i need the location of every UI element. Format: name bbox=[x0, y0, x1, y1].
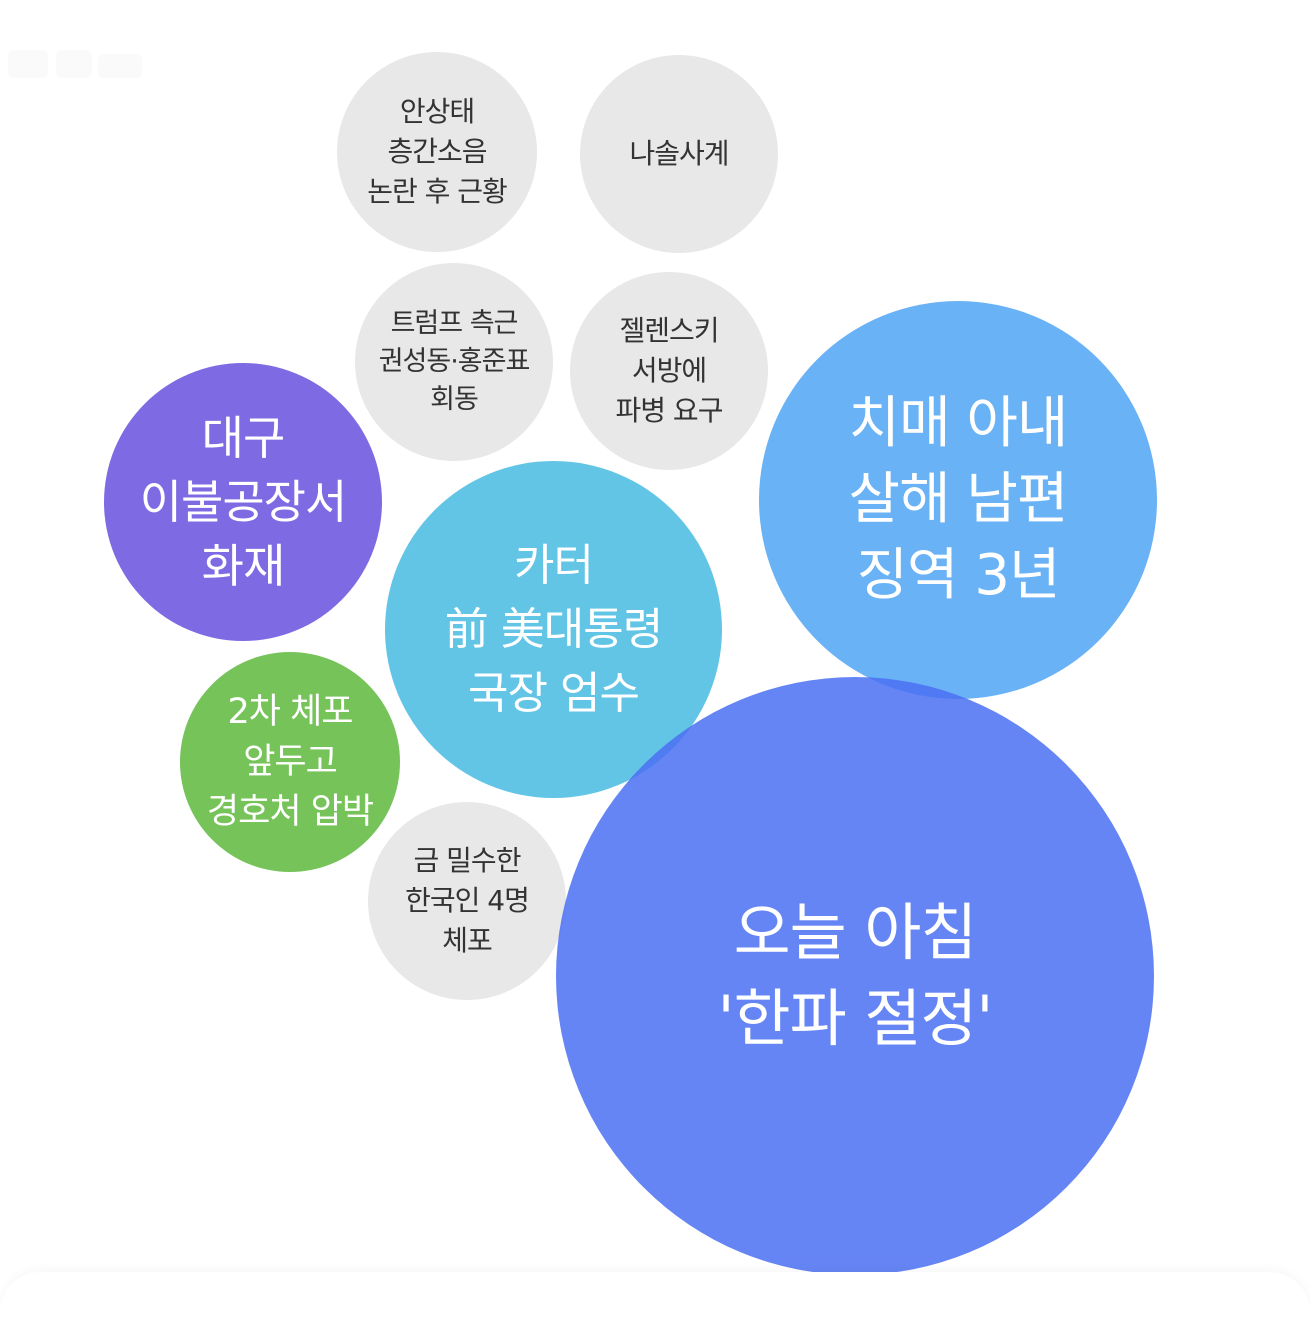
topic-label: 치매 아내 살해 남편 징역 3년 bbox=[848, 391, 1069, 608]
bottom-card-edge bbox=[0, 1272, 1310, 1332]
topic-bubble-zelensky[interactable]: 젤렌스키 서방에 파병 요구 bbox=[570, 272, 768, 470]
topic-label: 2차 체포 앞두고 경호처 압박 bbox=[206, 692, 374, 832]
topic-label: 오늘 아침 '한파 절정' bbox=[717, 896, 994, 1055]
topic-label: 대구 이불공장서 화재 bbox=[139, 411, 348, 593]
topic-bubble-dementia-case[interactable]: 치매 아내 살해 남편 징역 3년 bbox=[759, 301, 1157, 699]
topic-bubble-daegu-fire[interactable]: 대구 이불공장서 화재 bbox=[104, 363, 382, 641]
faded-header-remnant bbox=[0, 0, 160, 90]
topic-label: 젤렌스키 서방에 파병 요구 bbox=[615, 314, 724, 427]
topic-bubble-nasol[interactable]: 나솔사계 bbox=[580, 55, 778, 253]
topic-label: 카터 前 美대통령 국장 엄수 bbox=[444, 539, 663, 719]
topic-label: 금 밀수한 한국인 4명 체포 bbox=[405, 844, 530, 957]
topic-label: 나솔사계 bbox=[629, 137, 729, 170]
topic-label: 안상태 층간소음 논란 후 근황 bbox=[367, 95, 508, 208]
topic-bubble-gold-smuggling[interactable]: 금 밀수한 한국인 4명 체포 bbox=[368, 802, 566, 1000]
topic-bubble-anstaetae[interactable]: 안상태 층간소음 논란 후 근황 bbox=[337, 52, 537, 252]
topic-bubble-arrest-pressure[interactable]: 2차 체포 앞두고 경호처 압박 bbox=[180, 652, 400, 872]
topic-bubble-cold-wave[interactable]: 오늘 아침 '한파 절정' bbox=[556, 677, 1154, 1275]
topic-label: 트럼프 측근 권성동·홍준표 회동 bbox=[378, 308, 531, 415]
topic-bubble-trump[interactable]: 트럼프 측근 권성동·홍준표 회동 bbox=[355, 263, 553, 461]
topic-bubble-carter-funeral[interactable]: 카터 前 美대통령 국장 엄수 bbox=[385, 461, 722, 798]
